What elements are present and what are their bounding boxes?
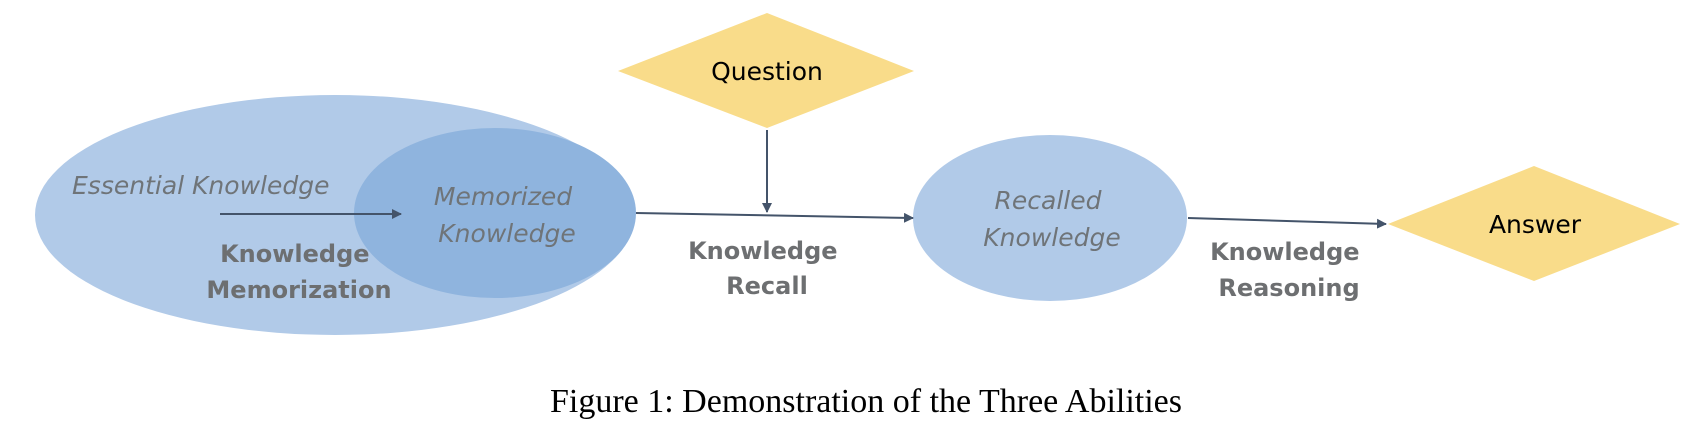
reasoning-arrow xyxy=(1187,217,1387,229)
essential-knowledge-label: Essential Knowledge xyxy=(72,171,329,200)
knowledge-reasoning-line-2: Reasoning xyxy=(1218,274,1359,302)
recalled-knowledge-line-1: Recalled xyxy=(995,186,1102,215)
memorized-knowledge-label: Memorized Knowledge xyxy=(434,182,580,248)
question-label: Question xyxy=(711,57,823,86)
knowledge-memorization-line-2: Memorization xyxy=(206,276,391,304)
knowledge-memorization-line-1: Knowledge xyxy=(220,240,369,268)
recalled-knowledge-label: Recalled Knowledge xyxy=(983,186,1120,252)
knowledge-recall-line-1: Knowledge xyxy=(688,237,837,265)
memorized-knowledge-ellipse xyxy=(354,128,636,298)
knowledge-memorization-label: Knowledge Memorization xyxy=(206,240,391,304)
knowledge-reasoning-line-1: Knowledge xyxy=(1210,238,1359,266)
answer-label: Answer xyxy=(1489,210,1582,239)
recalled-knowledge-ellipse xyxy=(913,135,1187,301)
question-diamond xyxy=(618,13,914,128)
figure-caption: Figure 1: Demonstration of the Three Abi… xyxy=(550,383,1182,420)
memorized-knowledge-line-2: Knowledge xyxy=(438,219,575,248)
memorized-knowledge-line-1: Memorized xyxy=(434,182,572,211)
recall-arrow xyxy=(635,212,914,223)
knowledge-recall-label: Knowledge Recall xyxy=(688,237,846,300)
knowledge-recall-line-2: Recall xyxy=(726,272,808,300)
answer-diamond xyxy=(1388,166,1680,281)
knowledge-reasoning-label: Knowledge Reasoning xyxy=(1210,238,1368,302)
recalled-knowledge-line-2: Knowledge xyxy=(983,223,1120,252)
